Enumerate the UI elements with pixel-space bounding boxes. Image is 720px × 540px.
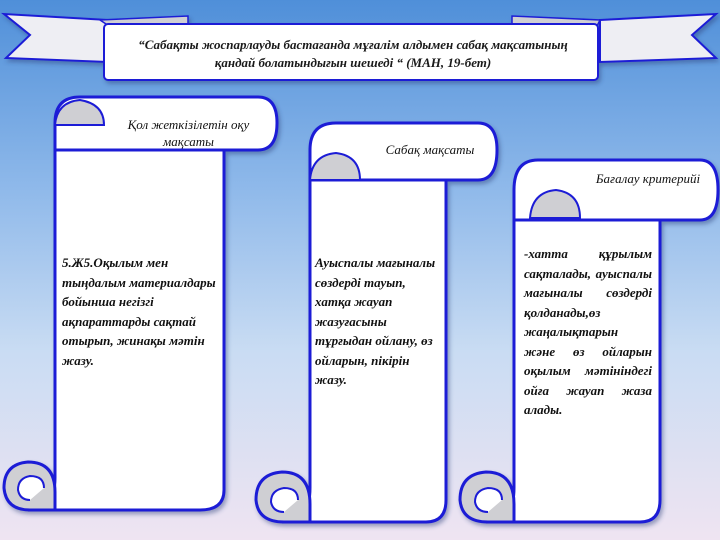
scroll-3-bottom-curl-inner bbox=[473, 486, 503, 513]
scroll-2-top-curl bbox=[308, 151, 362, 181]
scroll-lesson-objective bbox=[254, 121, 499, 524]
scroll-1-heading: Қол жеткізілетін оқу мақсаты bbox=[127, 117, 250, 149]
scroll-2-heading: Сабақ мақсаты bbox=[385, 142, 475, 157]
banner-quote: “Сабақты жоспарлауды бастағанда мұғалім … bbox=[138, 37, 568, 70]
scroll-1-header bbox=[53, 95, 279, 152]
scroll-assessment-criteria bbox=[458, 158, 720, 524]
scroll-1-top-curl bbox=[53, 98, 106, 126]
ribbon-center bbox=[103, 23, 599, 81]
scroll-3-top-curl bbox=[528, 188, 582, 219]
scroll-3-body-text: -хатта құрылым сақталады, ауыспалы мағын… bbox=[524, 246, 652, 417]
scroll-3-heading: Бағалау критерийі bbox=[595, 171, 701, 186]
title-banner bbox=[0, 12, 719, 81]
scroll-2-body-text: Ауыспалы мағыналы сөздерді тауып, хатқа … bbox=[315, 255, 436, 387]
scroll-1-body-text: 5.Ж5.Оқылым мен тыңдалым материалдары бо… bbox=[62, 255, 216, 368]
scroll-2-bottom-curl-inner bbox=[269, 486, 299, 513]
scroll-1-bottom-curl-inner bbox=[16, 474, 45, 501]
scroll-learning-objective bbox=[2, 95, 279, 512]
ribbon-right-end bbox=[599, 12, 719, 64]
ribbon-left-end bbox=[0, 12, 109, 64]
